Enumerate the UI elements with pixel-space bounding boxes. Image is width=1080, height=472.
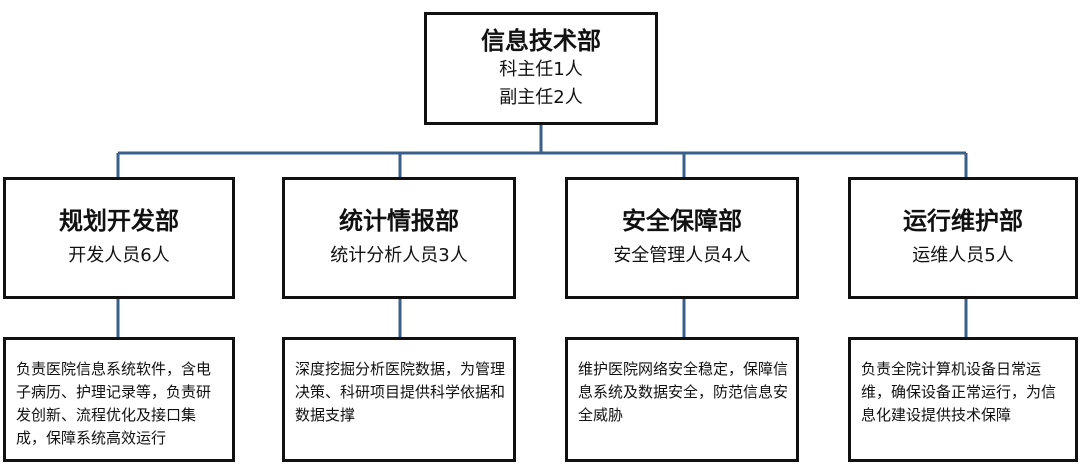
dept-node-security: 安全保障部 安全管理人员4人 [565, 177, 799, 299]
dept-title: 运行维护部 [903, 207, 1023, 235]
root-node: 信息技术部 科主任1人 副主任2人 [424, 12, 658, 125]
dept-node-operations: 运行维护部 运维人员5人 [848, 177, 1078, 299]
dept-title: 统计情报部 [339, 207, 459, 235]
root-line-deputy: 副主任2人 [499, 86, 583, 108]
dept-node-planning: 规划开发部 开发人员6人 [3, 177, 235, 299]
dept-desc-operations: 负责全院计算机设备日常运维，确保设备正常运行，为信息化建设提供技术保障 [848, 337, 1078, 462]
dept-desc-security: 维护医院网络安全稳定，保障信息系统及数据安全，防范信息安全威胁 [565, 337, 799, 462]
root-line-director: 科主任1人 [499, 58, 583, 80]
dept-staff: 安全管理人员4人 [613, 245, 751, 266]
dept-node-statistics: 统计情报部 统计分析人员3人 [282, 177, 516, 299]
dept-title: 规划开发部 [59, 207, 179, 235]
dept-staff: 统计分析人员3人 [330, 245, 468, 266]
dept-desc-statistics: 深度挖掘分析医院数据，为管理决策、科研项目提供科学依据和数据支撑 [282, 337, 516, 462]
dept-desc-planning: 负责医院信息系统软件，含电子病历、护理记录等，负责研发创新、流程优化及接口集成，… [3, 337, 235, 462]
dept-staff: 开发人员6人 [68, 245, 170, 266]
root-title: 信息技术部 [481, 26, 601, 55]
dept-title: 安全保障部 [622, 207, 742, 235]
dept-staff: 运维人员5人 [912, 245, 1014, 266]
